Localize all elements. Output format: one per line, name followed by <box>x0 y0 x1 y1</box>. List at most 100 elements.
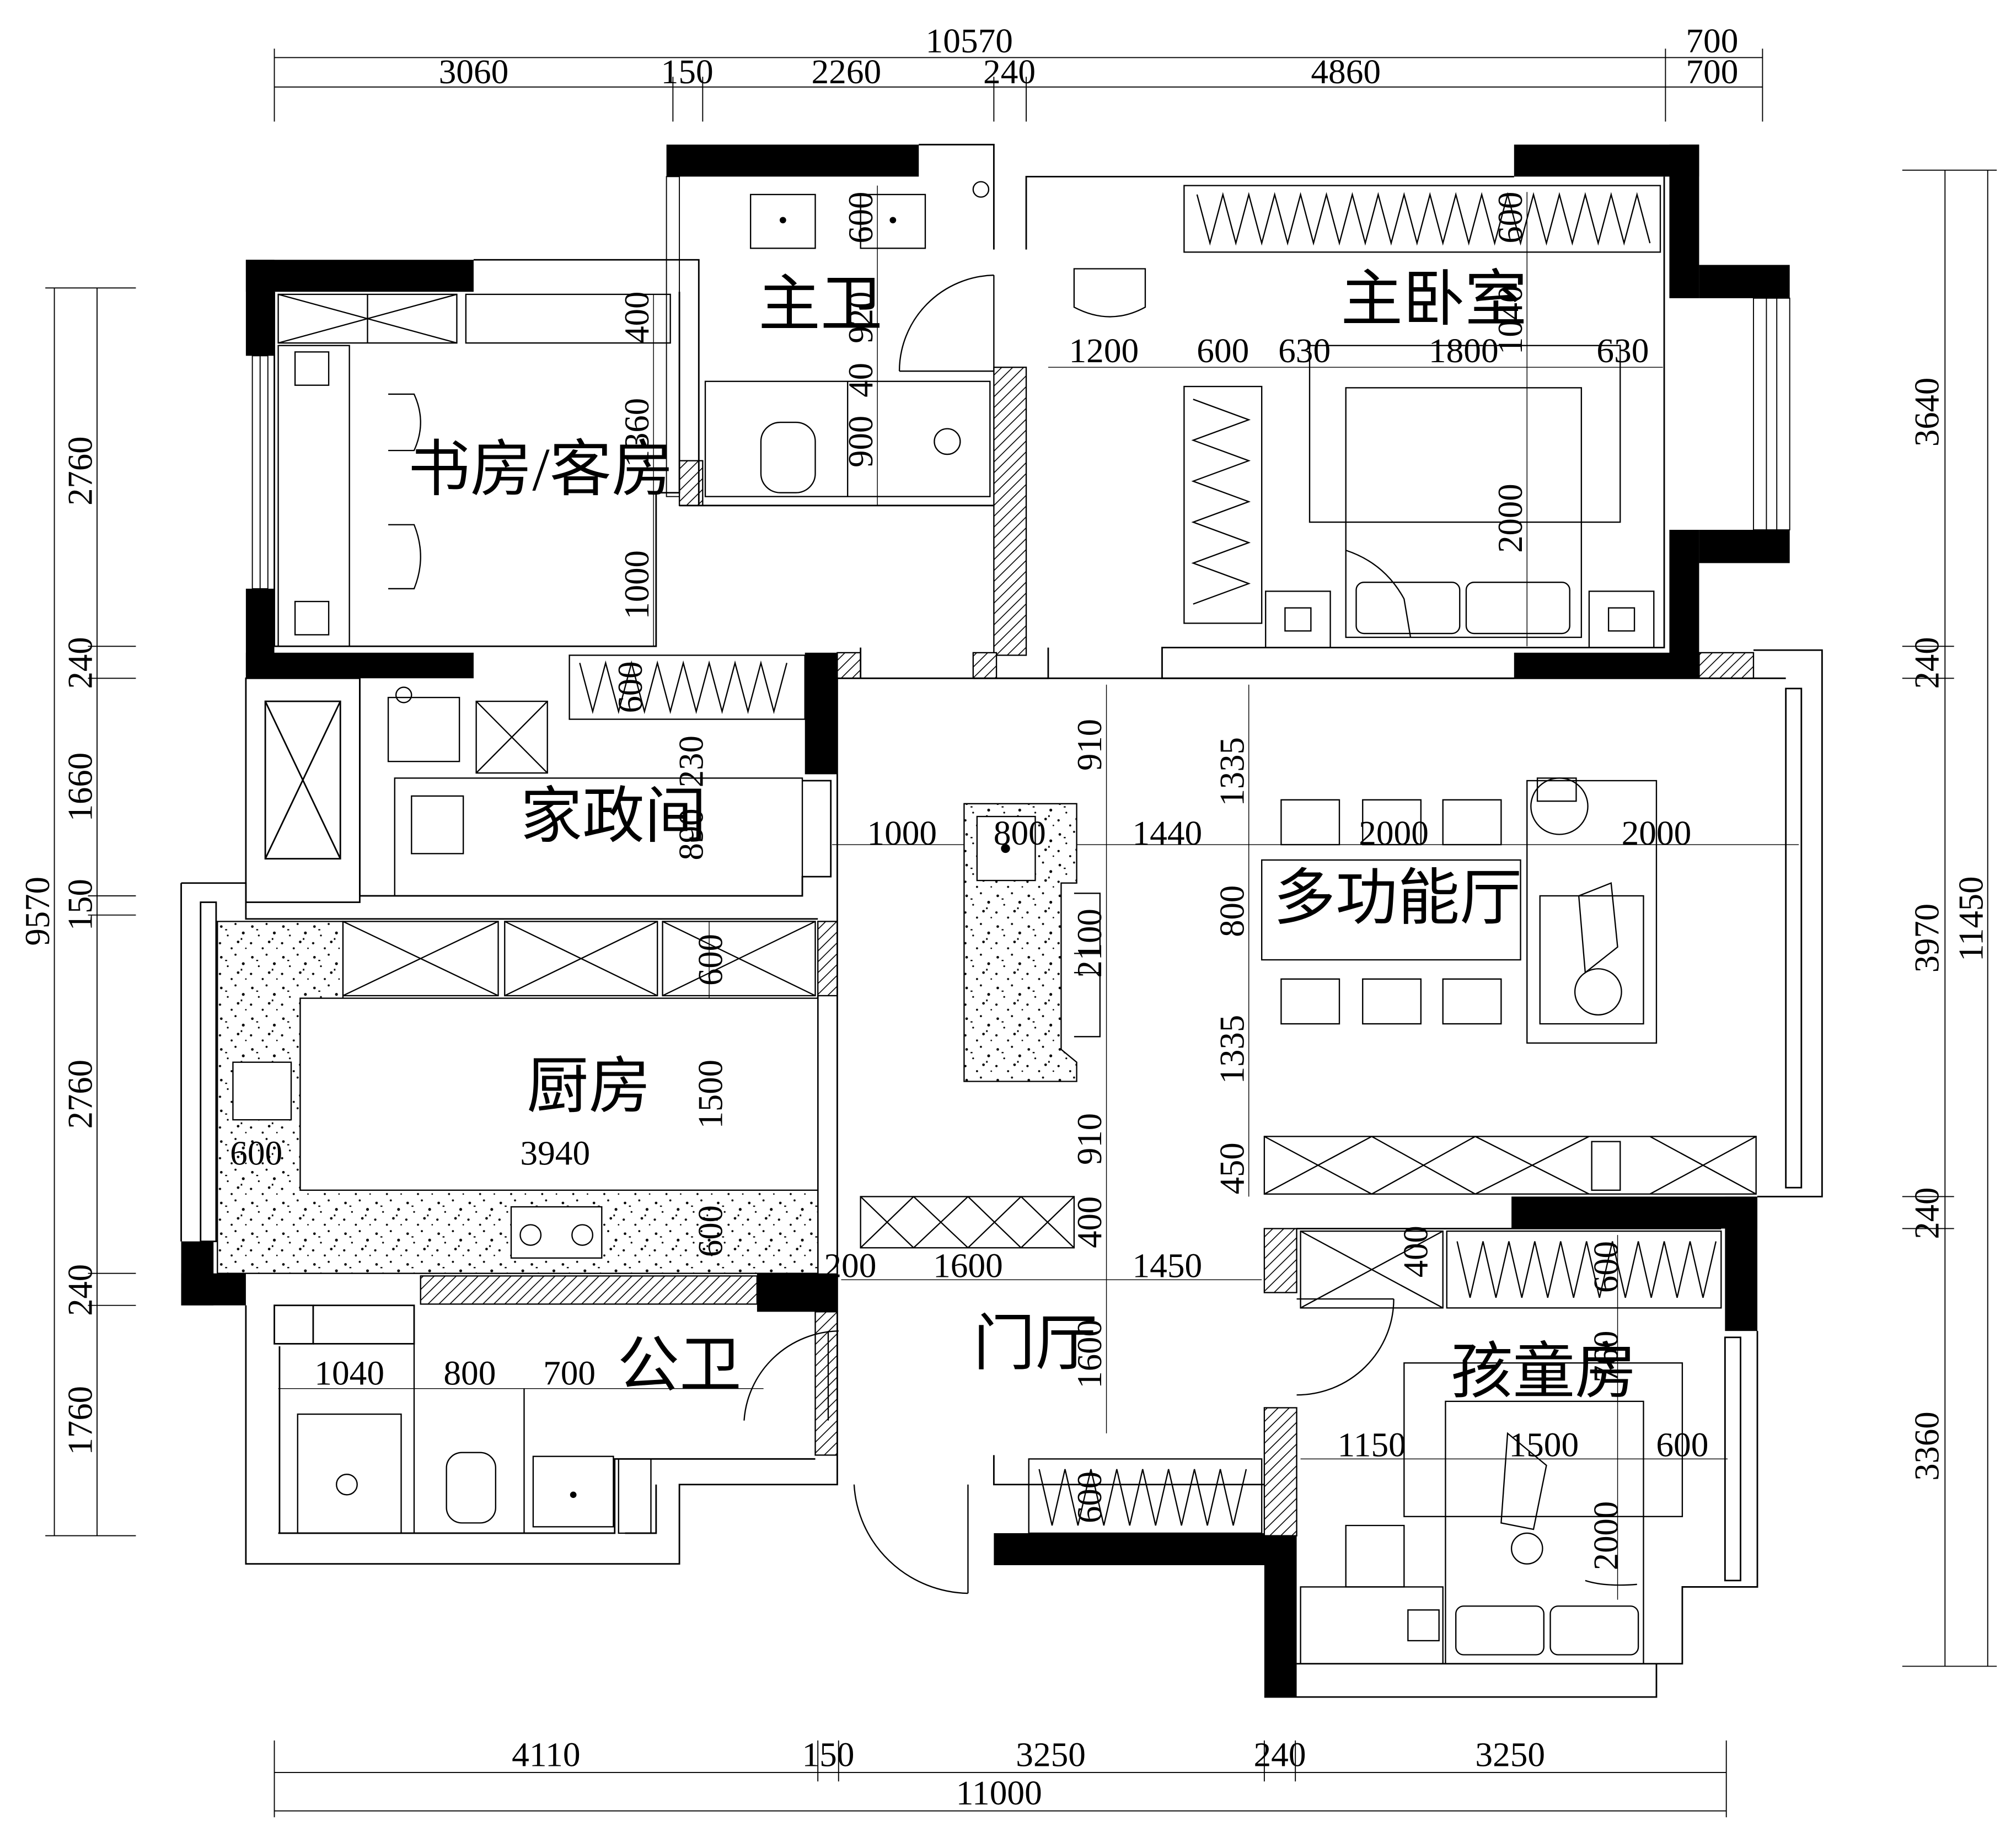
dim-top-seg: 3060 <box>439 52 509 91</box>
dim-corr-600: 600 <box>611 662 650 713</box>
dim-ut-890: 890 <box>672 809 710 861</box>
dim-bottom-seg: 3250 <box>1475 1736 1545 1774</box>
cabinets <box>277 185 1757 1534</box>
dim-bath-40: 40 <box>841 363 880 397</box>
room-label-foyer: 门厅 <box>973 1310 1097 1378</box>
dim-island-800: 800 <box>994 814 1046 852</box>
room-label-multi-hall: 多功能厅 <box>1273 864 1522 932</box>
dim-bottom-seg: 150 <box>802 1736 854 1774</box>
dim-foy-1600-v: 1600 <box>1070 1319 1109 1388</box>
dim-dining-1335-a: 1335 <box>1213 737 1251 806</box>
dim-kid-760: 760 <box>1586 1331 1625 1383</box>
dim-mb-2000: 2000 <box>1491 484 1530 552</box>
room-label-kitchen: 厨房 <box>527 1052 651 1120</box>
dim-mb-1040: 1040 <box>1491 286 1530 354</box>
dim-kid-1500: 1500 <box>1509 1426 1579 1464</box>
dim-bottom-total: 11000 <box>956 1774 1042 1812</box>
interior-dimension-text: 600 920 40 900 400 1360 1000 600 1040 12… <box>230 192 1708 1571</box>
dim-island-2100: 2100 <box>1070 909 1109 977</box>
dim-left-seg: 150 <box>61 879 99 931</box>
furniture <box>277 194 1683 1664</box>
dim-hall-910-a: 910 <box>1070 719 1109 771</box>
dim-kit-1500: 1500 <box>691 1060 730 1129</box>
dim-hall-910-b: 910 <box>1070 1113 1109 1165</box>
dim-dining-2000: 2000 <box>1359 814 1429 852</box>
dimension-text: 10570 700 700 3060 150 2260 240 4860 411… <box>18 22 1991 1812</box>
dim-bath-sink: 600 <box>841 192 880 244</box>
room-labels: 主卫 主卧室 书房/客房 家政间 多功能厅 厨房 公卫 门厅 孩童房 <box>408 266 1637 1406</box>
dim-left-total: 9570 <box>18 877 57 946</box>
dim-cab-450: 450 <box>1213 1142 1251 1194</box>
dim-kit-3940: 3940 <box>520 1134 590 1173</box>
dim-kid-2000: 2000 <box>1586 1501 1625 1570</box>
dim-hall-400: 400 <box>1070 1196 1109 1248</box>
dim-right-seg: 3640 <box>1907 378 1946 447</box>
dim-study-1360: 1360 <box>617 398 656 467</box>
dim-foy-1600: 1600 <box>933 1247 1003 1285</box>
dim-left-seg: 2760 <box>61 1060 99 1129</box>
room-label-study: 书房/客房 <box>408 436 674 504</box>
dim-mb-1200: 1200 <box>1069 331 1139 370</box>
dim-hall-1000: 1000 <box>867 814 937 852</box>
dim-right-seg: 240 <box>1907 637 1946 689</box>
dim-mb-630-b: 630 <box>1596 331 1649 370</box>
dim-foy-1450: 1450 <box>1132 1247 1202 1285</box>
dim-right-seg: 240 <box>1907 1188 1946 1239</box>
dim-left-seg: 1660 <box>61 753 99 821</box>
room-label-master-bedroom: 主卧室 <box>1340 266 1527 334</box>
dim-top-right-b: 700 <box>1686 52 1738 91</box>
dim-mb-600-top: 600 <box>1491 192 1530 244</box>
dim-foy-200: 200 <box>824 1247 876 1285</box>
dim-sofa-2000: 2000 <box>1622 814 1692 852</box>
dim-top-seg: 150 <box>661 52 714 91</box>
dim-right-total: 11450 <box>1951 877 1990 961</box>
room-label-public-bath: 公卫 <box>617 1332 741 1400</box>
doors <box>743 181 1395 1594</box>
dim-mb-1800: 1800 <box>1429 331 1499 370</box>
dim-foy-600: 600 <box>1070 1471 1109 1523</box>
dim-top-seg: 240 <box>983 52 1036 91</box>
dim-kit-600-bottom: 600 <box>691 1205 730 1257</box>
dim-pb-800: 800 <box>443 1354 496 1393</box>
dim-hall-1440: 1440 <box>1132 814 1202 852</box>
dim-pb-1040: 1040 <box>314 1354 384 1393</box>
countertops <box>217 803 1077 1274</box>
windows <box>251 176 1790 589</box>
dim-kit-600-left: 600 <box>230 1134 282 1173</box>
dim-study-400: 400 <box>617 292 656 343</box>
dim-kid-400: 400 <box>1396 1226 1435 1277</box>
dim-bottom-seg: 4110 <box>512 1736 580 1774</box>
dim-kid-600-top: 600 <box>1586 1241 1625 1293</box>
dim-pb-700: 700 <box>543 1354 596 1393</box>
dim-left-seg: 1760 <box>61 1386 99 1455</box>
dim-left-seg: 240 <box>61 1264 99 1316</box>
room-label-kids-room: 孩童房 <box>1451 1338 1637 1406</box>
dim-top-right-a: 700 <box>1686 22 1738 60</box>
room-label-master-bath: 主卫 <box>758 271 882 339</box>
walls <box>181 144 1790 1697</box>
hatched-walls <box>420 367 1755 1537</box>
dim-top-seg: 4860 <box>1311 52 1381 91</box>
dim-dining-800: 800 <box>1213 885 1251 937</box>
dim-right-seg: 3360 <box>1907 1411 1946 1480</box>
dim-dining-1335-b: 1335 <box>1213 1015 1251 1084</box>
dim-mb-630-a: 630 <box>1278 331 1331 370</box>
dim-top-seg: 2260 <box>811 52 881 91</box>
dim-kid-600: 600 <box>1656 1426 1708 1464</box>
dim-study-1000: 1000 <box>617 550 656 619</box>
dim-ut-230: 230 <box>672 735 710 787</box>
room-label-utility: 家政间 <box>520 783 706 851</box>
dim-left-seg: 240 <box>61 637 99 689</box>
dim-bath-920: 920 <box>841 292 880 343</box>
dim-mb-600: 600 <box>1197 331 1249 370</box>
dim-top-total: 10570 <box>926 22 1013 60</box>
dim-kid-1150: 1150 <box>1337 1426 1406 1464</box>
dim-bottom-seg: 240 <box>1254 1736 1306 1774</box>
dimension-lines <box>45 49 1997 1818</box>
dim-left-seg: 2760 <box>61 437 99 506</box>
dim-kit-600-top: 600 <box>691 934 730 986</box>
dim-right-seg: 3970 <box>1907 904 1946 973</box>
dim-bottom-seg: 3250 <box>1016 1736 1086 1774</box>
dim-bath-900: 900 <box>841 416 880 468</box>
